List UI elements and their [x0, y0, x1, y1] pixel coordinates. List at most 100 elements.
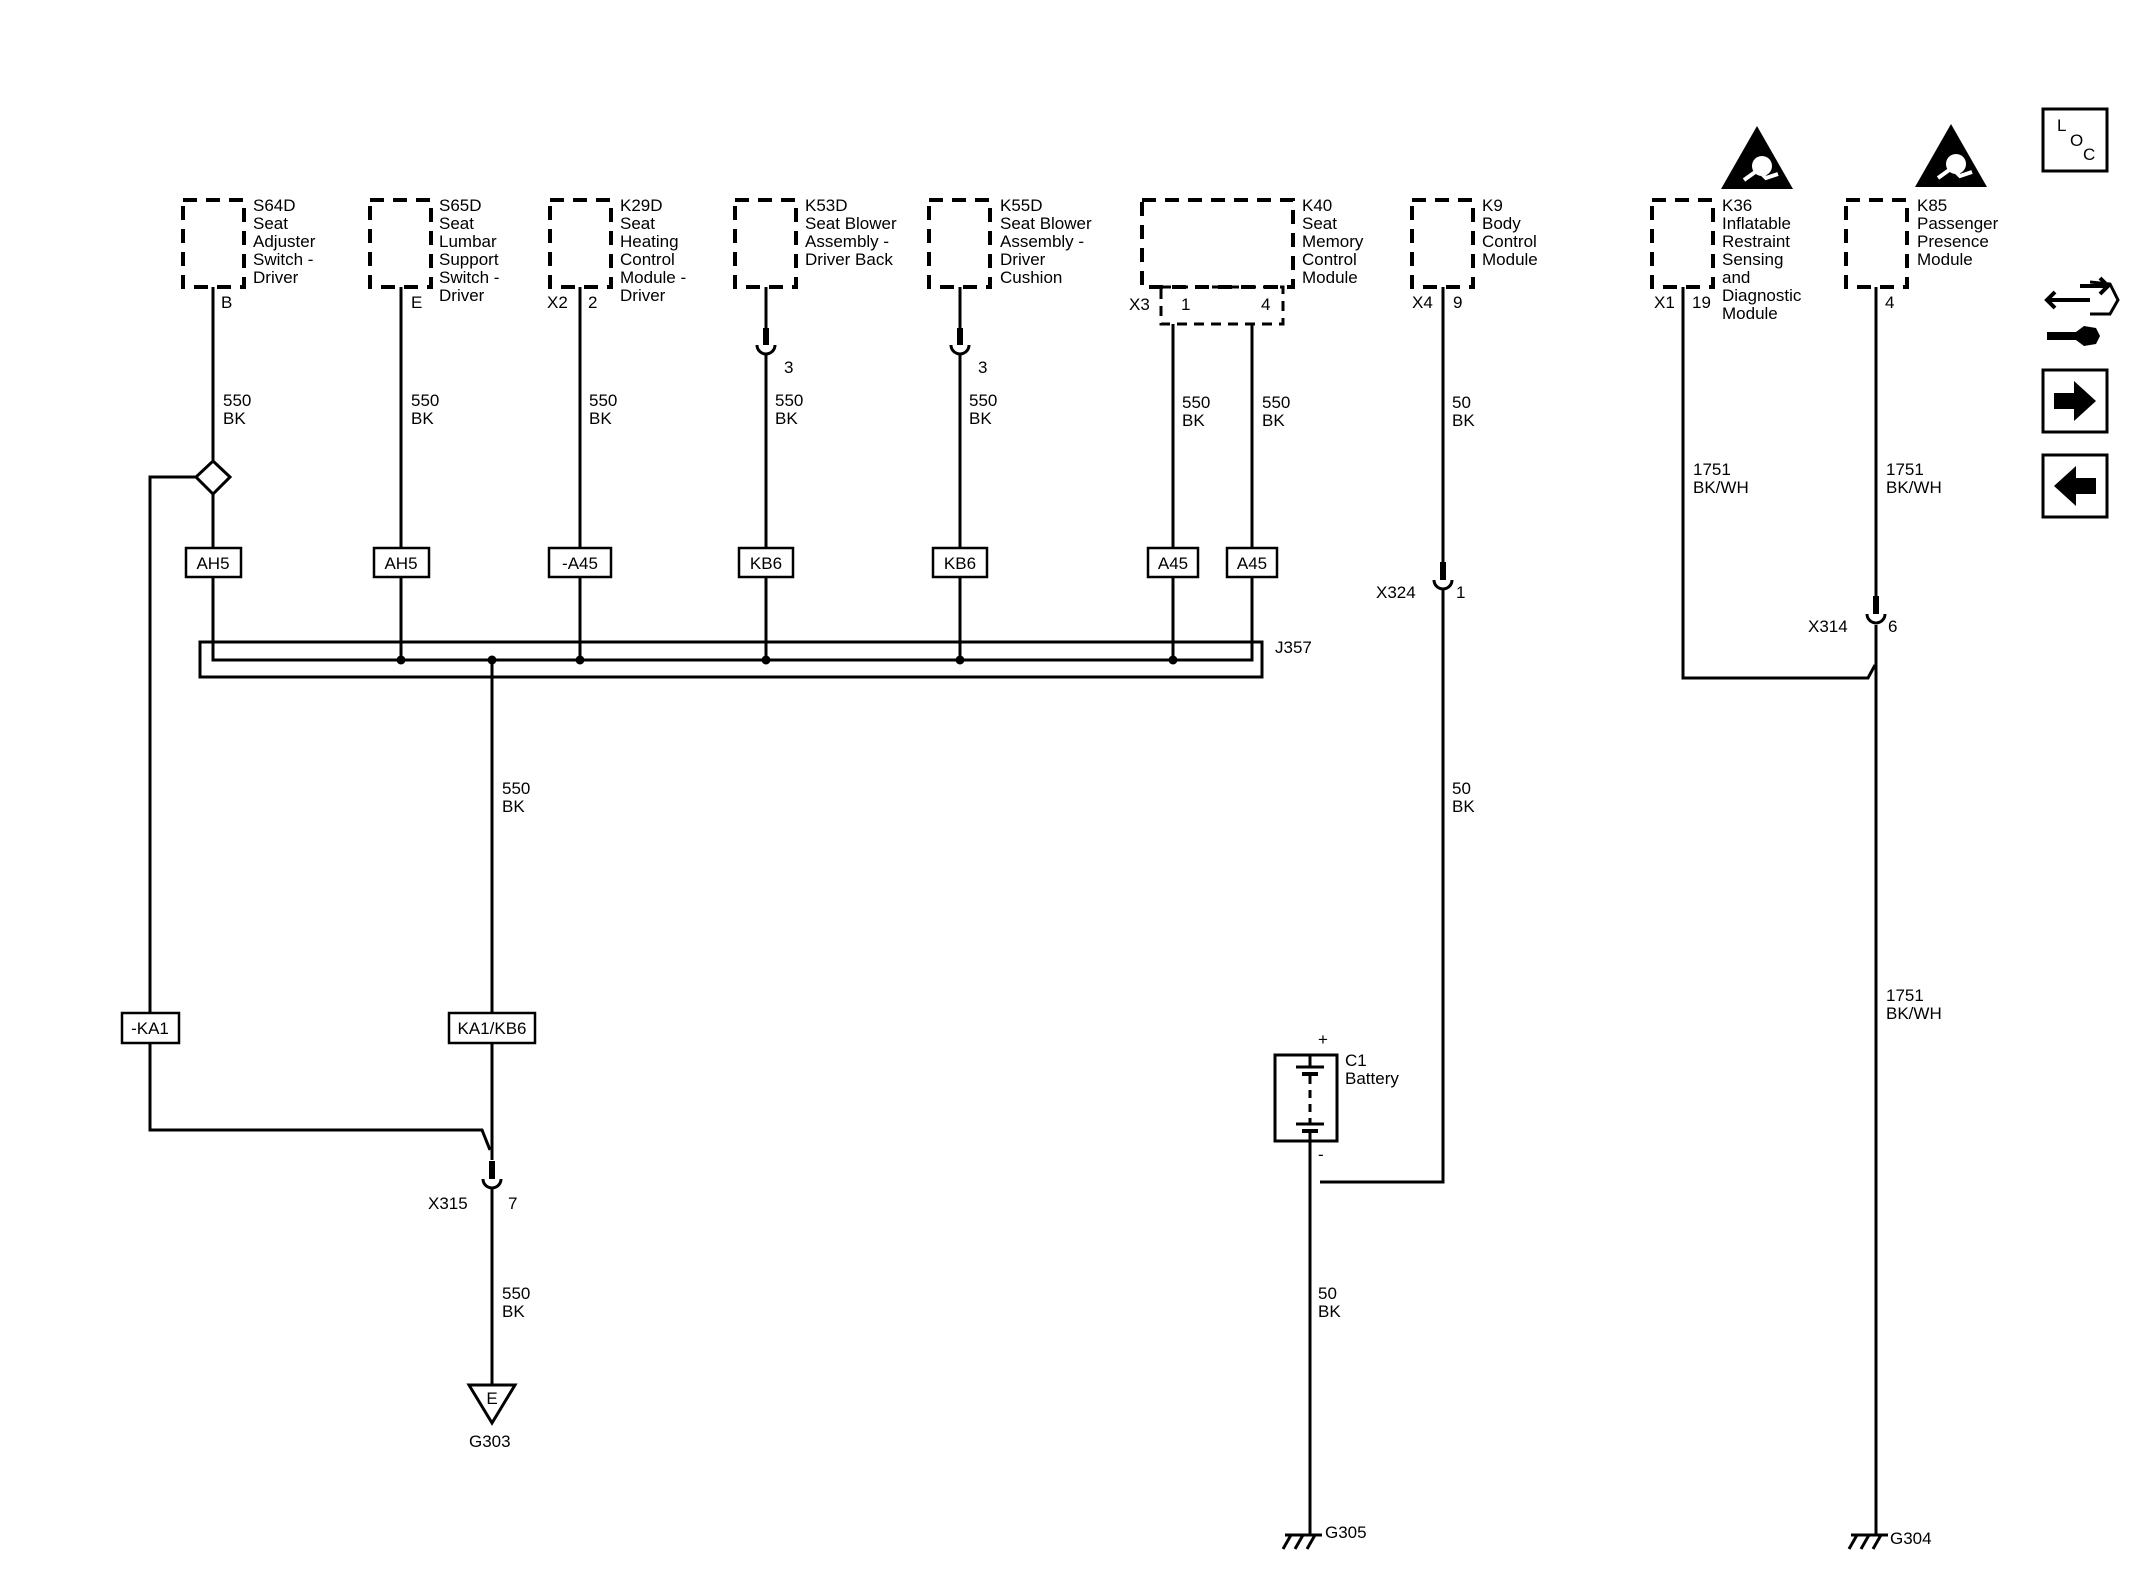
connector-label: X3 [1129, 295, 1150, 314]
component-id: K9 [1482, 196, 1503, 215]
svg-text:G304: G304 [1890, 1529, 1932, 1548]
pin-label: 3 [784, 358, 793, 377]
component-desc: Seat [620, 214, 655, 233]
svg-text:550: 550 [223, 391, 251, 410]
wires [148, 287, 1878, 1535]
component-box [1410, 198, 1475, 289]
splice-bar [198, 640, 1264, 679]
pin-label: 19 [1692, 293, 1711, 312]
svg-text:BK: BK [969, 409, 992, 428]
chassis-ground-icon [1847, 1533, 1888, 1550]
component-id: K40 [1302, 196, 1332, 215]
component-desc: Lumbar [439, 232, 497, 251]
component-desc: Diagnostic [1722, 286, 1802, 305]
ground-g305: G305 [1281, 1523, 1367, 1550]
splice-j357: J357 [198, 585, 1312, 679]
component-desc: Switch - [253, 250, 313, 269]
loc-box[interactable] [2041, 107, 2109, 173]
battery-plus: + [1318, 1030, 1328, 1049]
component-desc: Memory [1302, 232, 1364, 251]
ground-g304: G304 [1847, 1529, 1932, 1550]
svg-text:BK/WH: BK/WH [1886, 478, 1942, 497]
ground-g303: E G303 [466, 1383, 518, 1451]
connector-label: X1 [1654, 293, 1675, 312]
previous-page-button[interactable] [2041, 453, 2109, 519]
component-desc: Assembly - [1000, 232, 1084, 251]
svg-text:X315: X315 [428, 1194, 468, 1213]
connector-label: X4 [1412, 293, 1433, 312]
pin-label: 1 [1181, 295, 1190, 314]
svg-text:BK: BK [223, 409, 246, 428]
option-labels: AH5 AH5 -A45 KB6 KB6 A45 A45 -KA1 KA1/KB… [120, 546, 1279, 1045]
option-box [547, 546, 613, 579]
component-box [1844, 198, 1909, 289]
wire [1681, 287, 1877, 680]
component-box [181, 198, 246, 289]
wire [148, 1043, 492, 1151]
component-s64d: S64D Seat Adjuster Switch - Driver B [181, 196, 316, 312]
svg-text:1751: 1751 [1693, 460, 1731, 479]
connector-fork [755, 344, 777, 356]
svg-text:6: 6 [1888, 617, 1897, 636]
arrow-right-icon [2054, 381, 2096, 421]
svg-text:BK: BK [502, 797, 525, 816]
svg-text:50: 50 [1452, 779, 1471, 798]
component-desc: Control [1302, 250, 1357, 269]
component-s65d: S65D Seat Lumbar Support Switch - Driver… [368, 196, 499, 312]
connector-fork [1432, 579, 1454, 591]
component-desc: Driver [439, 286, 485, 305]
next-page-button[interactable] [2041, 368, 2109, 434]
svg-text:KB6: KB6 [944, 554, 976, 573]
connector-fork [481, 1178, 503, 1190]
component-id: K53D [805, 196, 848, 215]
component-desc: Module [1302, 268, 1358, 287]
component-desc: Inflatable [1722, 214, 1791, 233]
loc-letter: O [2070, 131, 2083, 150]
airbag-warning-icon [1721, 126, 1793, 189]
connector-label: X2 [547, 293, 568, 312]
option-box [737, 546, 795, 579]
component-box [548, 198, 613, 289]
pin-label: 4 [1885, 293, 1894, 312]
svg-text:AH5: AH5 [196, 554, 229, 573]
component-desc: Module [1722, 304, 1778, 323]
svg-text:A45: A45 [1237, 554, 1267, 573]
component-box [368, 198, 433, 289]
component-desc: Sensing [1722, 250, 1783, 269]
ground-symbol [466, 1383, 518, 1426]
component-id: K55D [1000, 196, 1043, 215]
wire [148, 475, 198, 1013]
component-id: S64D [253, 196, 296, 215]
component-id: K29D [620, 196, 663, 215]
svg-text:G303: G303 [469, 1432, 511, 1451]
connector-fork [949, 344, 971, 356]
diamond-splice [193, 458, 233, 497]
connector-repair-icon[interactable] [2044, 276, 2120, 346]
pin-label: B [221, 293, 232, 312]
svg-text:BK: BK [502, 1302, 525, 1321]
loc-button[interactable]: L O C [2041, 107, 2109, 173]
connector-labels: X324 1 X314 6 X315 7 [428, 583, 1897, 1213]
option-box [184, 546, 243, 579]
option-box [931, 546, 989, 579]
svg-text:X324: X324 [1376, 583, 1416, 602]
component-id: K36 [1722, 196, 1752, 215]
loc-letter: C [2083, 145, 2095, 164]
connector-fork [1865, 613, 1887, 625]
battery-box [1273, 1053, 1339, 1143]
component-desc: Seat [253, 214, 288, 233]
svg-text:-KA1: -KA1 [131, 1019, 169, 1038]
svg-text:550: 550 [589, 391, 617, 410]
component-desc: Driver Back [805, 250, 893, 269]
component-desc: Battery [1345, 1069, 1399, 1088]
svg-text:BK: BK [1452, 411, 1475, 430]
airbag-warning-icon [1915, 124, 1987, 187]
svg-text:BK: BK [1318, 1302, 1341, 1321]
svg-text:-A45: -A45 [562, 554, 598, 573]
option-box [120, 1011, 181, 1045]
component-desc: Passenger [1917, 214, 1999, 233]
svg-text:BK/WH: BK/WH [1886, 1004, 1942, 1023]
option-box [1146, 546, 1200, 579]
wire [1320, 287, 1445, 1184]
